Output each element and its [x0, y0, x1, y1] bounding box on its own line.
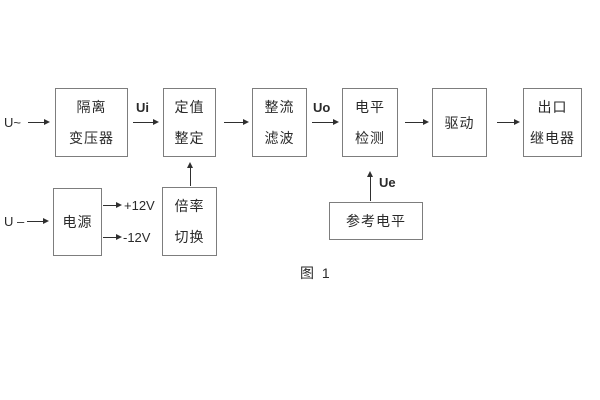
block-label-line: 变压器 [69, 130, 114, 146]
signal-ue-label: Ue [379, 175, 396, 190]
block-label-line: 整流 [264, 99, 295, 115]
arrow-right-icon [405, 119, 429, 125]
block-ratio-switch: 倍率 切换 [162, 187, 217, 256]
arrow-right-icon [103, 234, 122, 240]
input-ac-label: U~ [4, 115, 21, 130]
signal-uo-label: Uo [313, 100, 331, 115]
arrow-right-icon [28, 119, 50, 125]
block-label-line: 出口 [537, 99, 568, 115]
arrow-right-icon [133, 119, 159, 125]
arrow-right-icon [312, 119, 339, 125]
arrow-right-icon [27, 218, 49, 224]
block-output-relay: 出口 继电器 [523, 88, 582, 157]
block-label-line: 切换 [174, 229, 205, 245]
arrow-up-icon [187, 162, 193, 186]
block-label-line: 整定 [174, 130, 205, 146]
block-rectifier-filter: 整流 滤波 [252, 88, 307, 157]
block-label-line: 定值 [174, 99, 205, 115]
block-label-line: 滤波 [264, 130, 295, 146]
input-dc-label: U – [4, 214, 25, 229]
block-power-supply: 电源 [53, 188, 102, 256]
block-label-line: 继电器 [530, 130, 575, 146]
signal-ui-label: Ui [136, 100, 149, 115]
rail-plus-12v-label: +12V [124, 198, 155, 213]
arrow-right-icon [103, 202, 122, 208]
figure-caption: 图 1 [300, 265, 332, 281]
block-label-line: 驱动 [444, 114, 475, 131]
block-label-line: 检测 [355, 130, 385, 146]
block-label-line: 倍率 [174, 198, 205, 214]
block-label-line: 电源 [62, 214, 93, 230]
block-reference-level: 参考电平 [329, 202, 423, 240]
arrow-right-icon [224, 119, 249, 125]
block-level-detector: 电平 检测 [342, 88, 398, 157]
arrow-right-icon [497, 119, 520, 125]
block-label-line: 电平 [355, 99, 385, 115]
block-label-line: 隔离 [76, 99, 107, 115]
arrow-up-icon [367, 171, 373, 201]
rail-minus-12v-label: -12V [123, 230, 151, 245]
block-setting-adjust: 定值 整定 [163, 88, 216, 157]
block-isolation-transformer: 隔离 变压器 [55, 88, 128, 157]
block-driver: 驱动 [432, 88, 487, 157]
block-label-line: 参考电平 [346, 213, 406, 229]
